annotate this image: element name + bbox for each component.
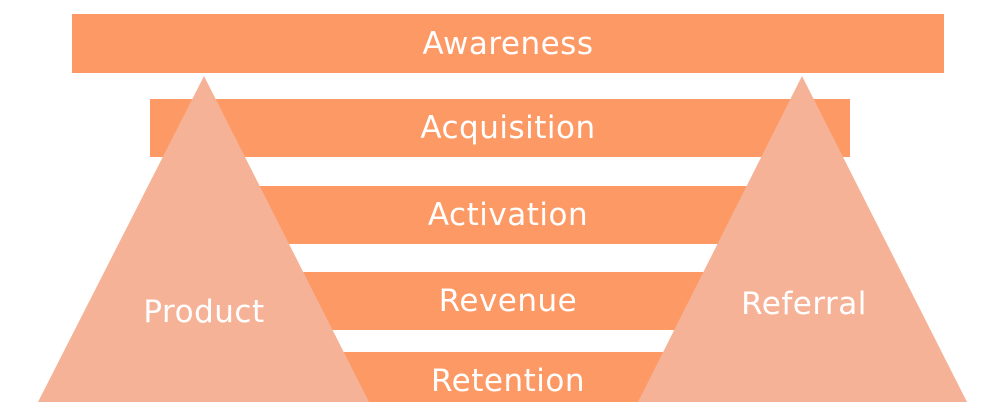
funnel-labels: Awareness Acquisition Activation Revenue… xyxy=(420,26,595,399)
product-triangle xyxy=(38,76,369,402)
stage-label-awareness: Awareness xyxy=(423,26,594,62)
stage-label-acquisition: Acquisition xyxy=(420,110,595,146)
product-label: Product xyxy=(143,294,264,330)
stage-bar-acquisition xyxy=(150,99,850,157)
stage-label-revenue: Revenue xyxy=(439,283,578,319)
referral-label: Referral xyxy=(741,286,867,322)
stage-label-retention: Retention xyxy=(431,363,585,399)
stage-bar-awareness xyxy=(72,14,944,73)
stage-label-activation: Activation xyxy=(428,197,588,233)
referral-triangle xyxy=(638,76,967,402)
